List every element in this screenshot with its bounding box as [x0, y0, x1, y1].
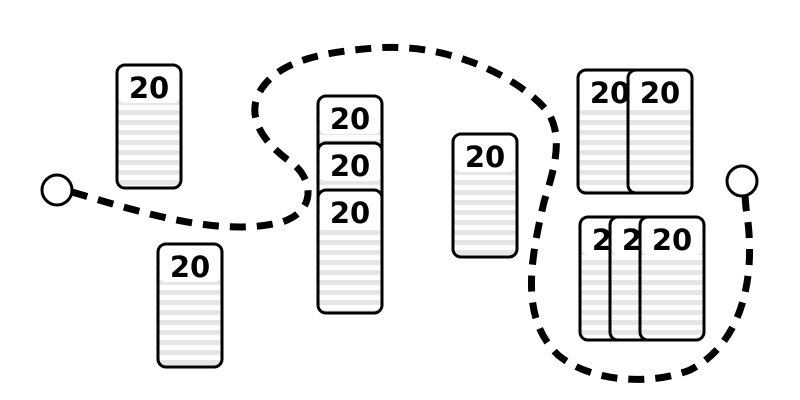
bill-label: 20 [590, 76, 630, 110]
bill-label: 20 [465, 140, 505, 174]
bill-pair-front: 20 [626, 68, 694, 195]
bill-label: 20 [330, 196, 370, 230]
bill-label: 20 [330, 102, 370, 136]
dashed-path [71, 43, 754, 383]
bill-fan-front: 20 [638, 215, 706, 342]
bill-label: 20 [129, 71, 169, 105]
bill-single-middle: 20 [451, 132, 519, 259]
bill-stack-vertical-3: 20 [316, 188, 384, 315]
bill-pair-upper-right: 20 20 [576, 68, 694, 195]
bill-single-lower-left: 20 [156, 242, 224, 369]
bill-stack-three-fan: 20 20 20 [578, 215, 706, 342]
bill-single-upper-left: 20 [115, 63, 183, 190]
bill-label: 20 [330, 149, 370, 183]
bill-label: 20 [640, 76, 680, 110]
bill-pair-back: 20 [576, 68, 644, 195]
bill-label: 20 [652, 223, 692, 257]
start-endpoint-circle [40, 173, 74, 207]
bill-stack-three-vertical: 20 20 20 [316, 94, 384, 315]
bill-label: 20 [170, 250, 210, 284]
end-endpoint-circle [725, 164, 759, 198]
